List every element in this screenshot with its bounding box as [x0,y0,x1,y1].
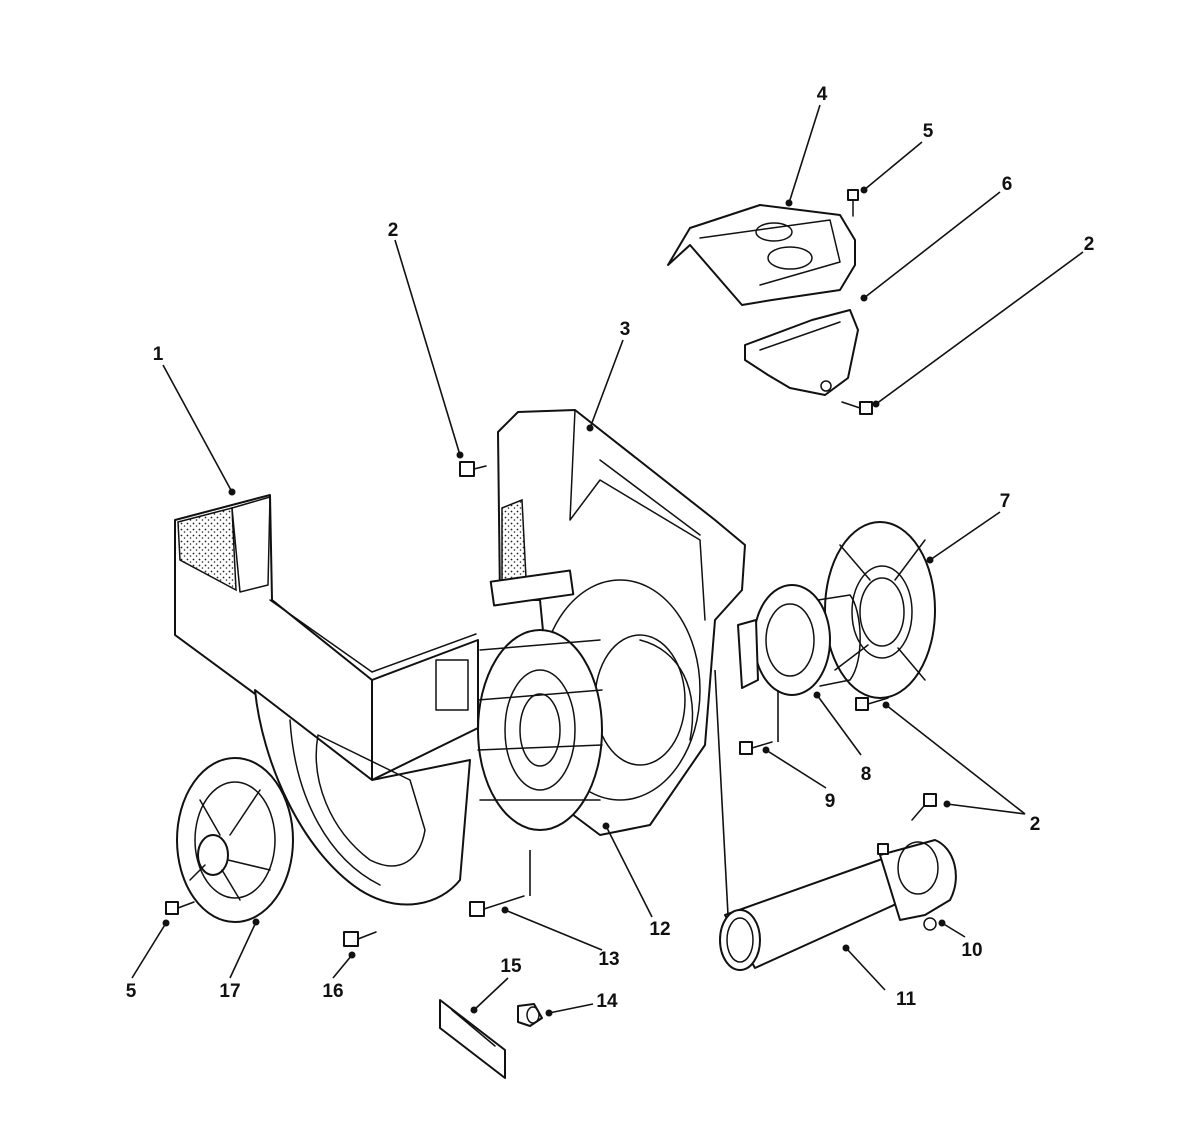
callout-12: 12 [649,919,670,940]
callout-7: 7 [1000,491,1011,512]
callout-11: 11 [896,989,917,1010]
fan-wheel-part [477,629,603,831]
callout-1: 1 [153,344,164,365]
callout-8: 8 [861,764,872,785]
adapter-collar-part [737,584,861,696]
callout-10: 10 [961,940,982,961]
bracket-part [439,999,506,1079]
callout-2: 2 [388,220,399,241]
callout-2: 2 [1084,234,1095,255]
callout-3: 3 [620,319,631,340]
callout-13: 13 [598,949,619,970]
callout-9: 9 [825,791,836,812]
lower-cover-part [744,309,859,396]
callout-labels: 1 2 2 2 3 4 5 5 6 7 8 9 10 11 12 13 14 1… [126,84,1095,1012]
screws [165,189,937,947]
callout-2: 2 [1030,814,1041,835]
grommet-part [517,1003,543,1027]
callout-14: 14 [596,991,618,1012]
callout-4: 4 [817,84,828,105]
callout-15: 15 [500,956,522,977]
upper-cover-part [667,204,856,306]
callout-16: 16 [322,981,343,1002]
callout-5: 5 [923,121,934,142]
grille-cover-part [176,757,294,923]
lower-shroud-part [174,494,479,906]
callout-5: 5 [126,981,137,1002]
callout-17: 17 [219,981,240,1002]
leader-lines [131,104,1084,1017]
clamp-collar-part [879,839,957,931]
tube-part [719,857,906,971]
inlet-ring-part [824,521,936,699]
callout-6: 6 [1002,174,1013,195]
